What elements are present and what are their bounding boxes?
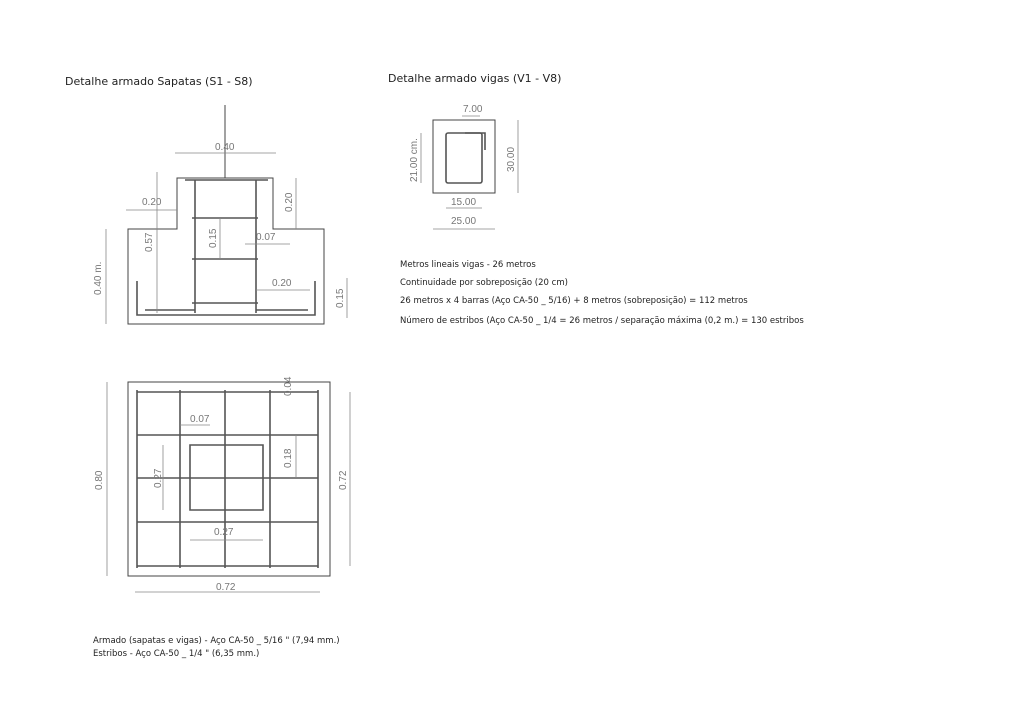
footing-note-1: Armado (sapatas e vigas) - Aço CA-50 _ 5… (93, 636, 340, 646)
dim-total-height: 0.57 (144, 232, 155, 252)
beam-title: Detalhe armado vigas (V1 - V8) (388, 72, 562, 85)
dim-stirrup-spacing: 0.15 (208, 228, 219, 248)
dim-step-width: 0.20 (142, 197, 162, 208)
beam-note-1: Metros lineais vigas - 26 metros (400, 260, 536, 270)
dim-step-height: 0.20 (284, 192, 295, 212)
beam-note-3: 26 metros x 4 barras (Aço CA-50 _ 5/16) … (400, 296, 748, 306)
footing-title: Detalhe armado Sapatas (S1 - S8) (65, 75, 253, 88)
dim-beam-height: 30.00 (506, 147, 517, 172)
dim-plan-grid-height: 0.72 (338, 470, 349, 490)
dim-plan-column-base: 0.27 (214, 527, 234, 538)
footing-section: 0.40 0.20 0.20 0.57 0.15 0.07 0.40 m. 0.… (93, 105, 348, 325)
dim-cover: 0.07 (256, 232, 276, 243)
dim-hook-height: 0.15 (335, 288, 346, 308)
footing-note-2: Estribos - Aço CA-50 _ 1/4 " (6,35 mm.) (93, 649, 260, 659)
beam-note-4: Número de estribos (Aço CA-50 _ 1/4 = 26… (400, 316, 804, 326)
beam-note-2: Continuidade por sobreposição (20 cm) (400, 278, 568, 288)
beam-section: 7.00 21.00 cm. 30.00 15.00 25.00 (409, 104, 519, 230)
dim-beam-inner-height: 21.00 cm. (409, 138, 420, 182)
dim-plan-outer: 0.80 (94, 470, 105, 490)
dim-beam-width: 25.00 (451, 216, 476, 227)
dim-plan-column-cover: 0.07 (190, 414, 210, 425)
dim-beam-inner-width: 15.00 (451, 197, 476, 208)
dim-plan-cover: 0.04 (283, 376, 294, 396)
dim-column-width: 0.40 (215, 142, 235, 153)
dim-hook-length: 0.20 (272, 278, 292, 289)
dim-beam-hook: 7.00 (463, 104, 483, 115)
footing-plan: 0.80 0.72 0.72 0.04 0.07 0.18 0.27 0.27 (94, 376, 351, 593)
dim-plan-column-height: 0.18 (283, 448, 294, 468)
dim-base-height: 0.40 m. (93, 262, 104, 295)
dim-plan-grid-width: 0.72 (216, 582, 236, 593)
dim-plan-column-side: 0.27 (153, 468, 164, 488)
